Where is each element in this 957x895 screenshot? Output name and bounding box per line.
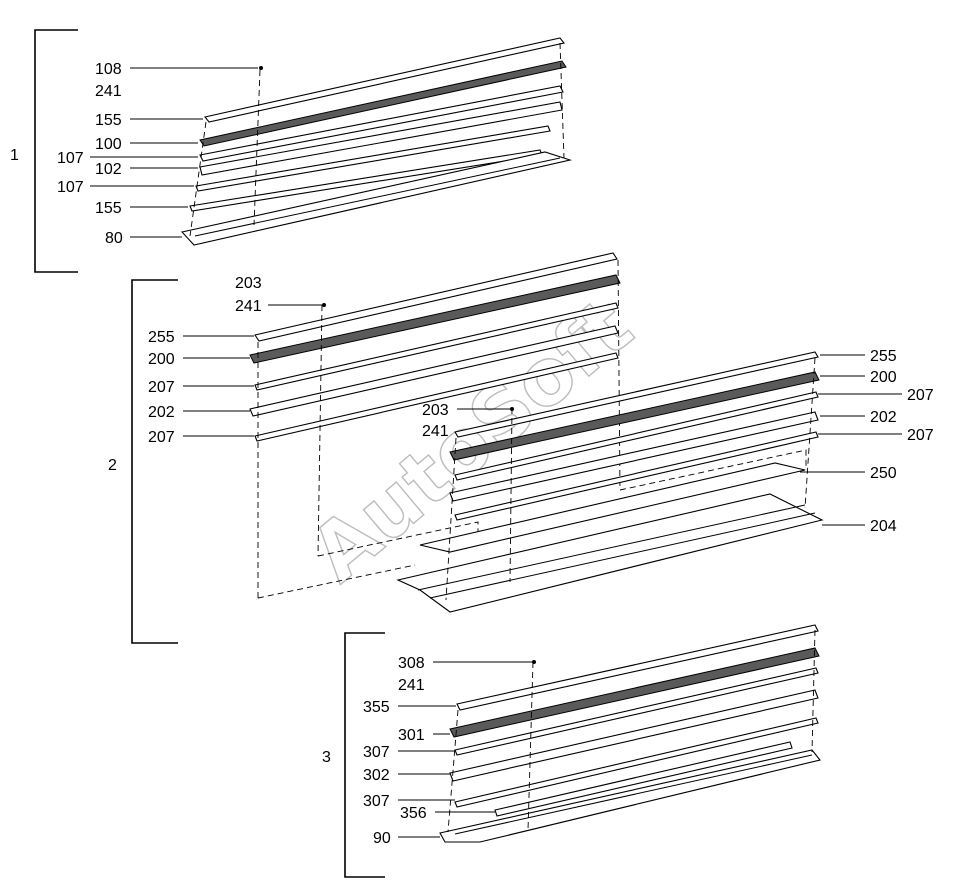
guide-line [317, 304, 323, 557]
part-number: 108 [95, 61, 122, 78]
part-number: 308 [398, 655, 425, 672]
part-strip [454, 667, 819, 756]
group-3-parts [439, 624, 821, 843]
part-strip [454, 351, 819, 438]
part-strip [254, 352, 619, 442]
part-strip [454, 431, 819, 521]
part-number: 207 [148, 429, 175, 446]
part-number: 356 [400, 805, 427, 822]
group-3-number: 3 [322, 749, 331, 766]
guide-line [189, 121, 207, 237]
part-number: 207 [148, 379, 175, 396]
part-profile-dark [449, 647, 820, 738]
part-number: 203 [422, 402, 449, 419]
part-number: 241 [398, 677, 425, 694]
leader-dot [510, 407, 514, 411]
part-number: 302 [363, 767, 390, 784]
part-number: 90 [373, 830, 391, 847]
guide-line [804, 357, 816, 509]
part-number: 255 [870, 348, 897, 365]
part-number: 241 [95, 83, 122, 100]
guide-line [445, 437, 457, 601]
guide-line [811, 629, 816, 753]
part-strip [454, 391, 819, 481]
part-strip [199, 85, 564, 162]
part-base-inner [454, 754, 813, 835]
part-profile [199, 101, 563, 176]
part-strip [204, 37, 565, 123]
part-base-inner [417, 504, 806, 591]
guide-line [559, 42, 565, 159]
group-2-rear-parts [249, 252, 807, 599]
part-number: 155 [95, 200, 122, 217]
group-2-front-parts [396, 351, 824, 613]
part-number: 355 [363, 699, 390, 716]
part-number: 307 [363, 744, 390, 761]
leader-dot [532, 660, 536, 664]
part-number: 204 [870, 518, 897, 535]
group-1-parts [180, 37, 573, 246]
part-number: 200 [148, 351, 175, 368]
part-number: 207 [907, 427, 934, 444]
part-base-tray [180, 151, 573, 246]
part-number: 307 [363, 793, 390, 810]
part-strip [454, 717, 819, 808]
part-number: 241 [235, 298, 262, 315]
part-strip [456, 624, 819, 711]
part-number: 207 [907, 387, 934, 404]
guide-line [509, 407, 513, 583]
part-base-inner [429, 512, 816, 599]
part-number: 202 [148, 404, 175, 421]
part-base-inner [194, 157, 561, 237]
group-2-labels: 203 241 255 200 207 202 207 203 241 255 … [148, 275, 934, 535]
guide-line [253, 69, 261, 226]
group-1-labels: 108 241 155 100 107 102 107 155 80 [57, 61, 263, 247]
part-number: 107 [57, 150, 84, 167]
part-number: 241 [422, 423, 449, 440]
group-brackets: 1 2 3 [10, 29, 385, 878]
leader-dot [259, 66, 263, 70]
part-profile-dark [249, 274, 621, 364]
part-number: 102 [95, 161, 122, 178]
part-number: 80 [105, 230, 123, 247]
leader-dot [322, 303, 326, 307]
part-number: 255 [148, 329, 175, 346]
guide-line [257, 564, 416, 599]
group-1-bracket [34, 29, 78, 273]
group-3-bracket [344, 632, 385, 878]
group-1-number: 1 [10, 147, 19, 164]
part-number: 250 [870, 465, 897, 482]
part-profile [449, 689, 819, 782]
part-strip [494, 741, 793, 817]
part-number: 100 [95, 136, 122, 153]
part-base-tray [396, 493, 824, 613]
part-number: 202 [870, 409, 897, 426]
part-strip [254, 302, 619, 391]
group-2-number: 2 [108, 457, 117, 474]
part-number: 301 [398, 727, 425, 744]
part-number: 200 [870, 369, 897, 386]
part-number: 155 [95, 112, 122, 129]
part-number: 107 [57, 179, 84, 196]
part-strip [254, 252, 618, 342]
group-2-bracket [131, 279, 178, 644]
guide-line [617, 259, 621, 491]
part-strip [195, 125, 551, 192]
part-number: 203 [235, 275, 262, 292]
part-profile-dark [449, 371, 820, 461]
part-base-tray [439, 749, 821, 843]
part-cover-plate [419, 462, 806, 553]
part-profile [249, 325, 619, 417]
guide-line [619, 449, 807, 491]
group-3-labels: 308 241 355 301 307 302 307 356 90 [363, 655, 536, 847]
guide-line [527, 661, 534, 831]
